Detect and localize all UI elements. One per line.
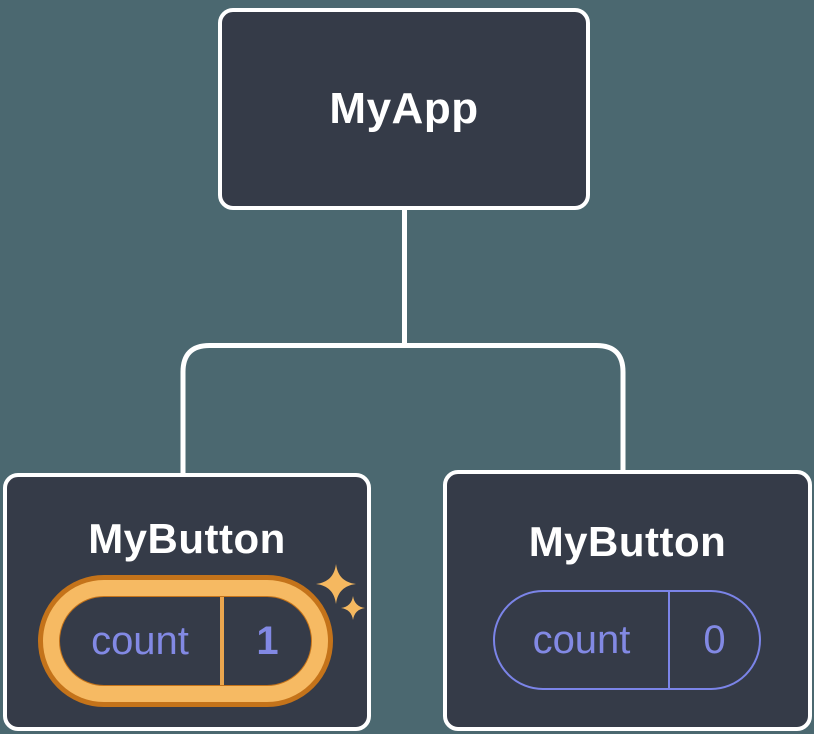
state-pill-divider <box>668 592 670 688</box>
state-pill-core: count 1 <box>59 596 312 686</box>
state-value: 1 <box>256 618 279 663</box>
state-pill: count 0 <box>493 590 761 690</box>
node-title: MyButton <box>528 518 727 565</box>
node-mybutton-highlighted: MyButton count 1 <box>3 473 371 731</box>
state-pill-highlighted: count 1 <box>38 575 333 707</box>
state-key-label: count <box>532 617 631 662</box>
state-pill-divider <box>220 597 224 685</box>
state-key-label: count <box>91 618 189 663</box>
node-myapp: MyApp <box>218 8 590 210</box>
node-title: MyButton <box>88 515 286 562</box>
node-title: MyApp <box>329 84 479 133</box>
state-value: 0 <box>703 617 726 662</box>
node-mybutton-plain: MyButton count 0 <box>443 470 812 731</box>
